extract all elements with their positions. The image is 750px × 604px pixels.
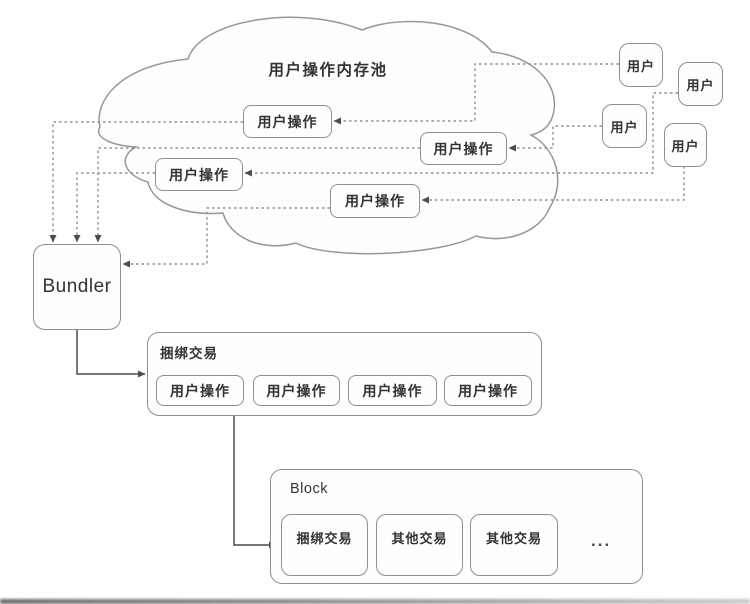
block-container: Block 捆绑交易 其他交易 其他交易 ... xyxy=(270,469,643,584)
mempool-userop-box-4: 用户操作 xyxy=(330,184,420,218)
connector-user2-to-op3 xyxy=(244,92,678,177)
bundle-userop-box-2: 用户操作 xyxy=(253,375,340,406)
connector-op3-to-bundler xyxy=(73,172,155,243)
mempool-userop-box-2: 用户操作 xyxy=(420,132,507,165)
bundle-userop-box-4: 用户操作 xyxy=(444,375,532,406)
mempool-userop-box-1: 用户操作 xyxy=(243,105,332,138)
connector-user1-to-op1 xyxy=(333,63,619,125)
block-other-transaction-box-1: 其他交易 xyxy=(376,514,463,576)
block-more-transactions-ellipsis: ... xyxy=(591,531,612,550)
bottom-shadow-band xyxy=(0,599,750,604)
block-bundle-transaction-box: 捆绑交易 xyxy=(281,514,368,576)
user-box-3: 用户 xyxy=(602,104,647,148)
user-box-1: 用户 xyxy=(619,43,663,87)
connector-bundle-to-block xyxy=(233,416,277,549)
user-box-4: 用户 xyxy=(664,123,707,167)
connector-op1-to-bundler xyxy=(49,121,243,243)
connector-user3-to-op2 xyxy=(508,125,602,152)
mempool-userop-box-3: 用户操作 xyxy=(155,158,243,191)
bundle-transaction-label: 捆绑交易 xyxy=(160,346,218,361)
connector-user4-to-op4 xyxy=(421,166,685,204)
connector-op4-to-bundler xyxy=(122,207,330,268)
bundle-transaction-container: 捆绑交易 用户操作 用户操作 用户操作 用户操作 xyxy=(147,332,542,416)
bundler-box: Bundler xyxy=(33,244,121,330)
connector-bundler-to-bundle xyxy=(76,330,146,378)
bundle-userop-box-1: 用户操作 xyxy=(156,375,244,406)
user-box-2: 用户 xyxy=(678,62,723,106)
mempool-title: 用户操作内存池 xyxy=(268,62,388,79)
block-label: Block xyxy=(290,481,328,497)
block-other-transaction-box-2: 其他交易 xyxy=(470,514,558,576)
bundle-userop-box-3: 用户操作 xyxy=(348,375,437,406)
